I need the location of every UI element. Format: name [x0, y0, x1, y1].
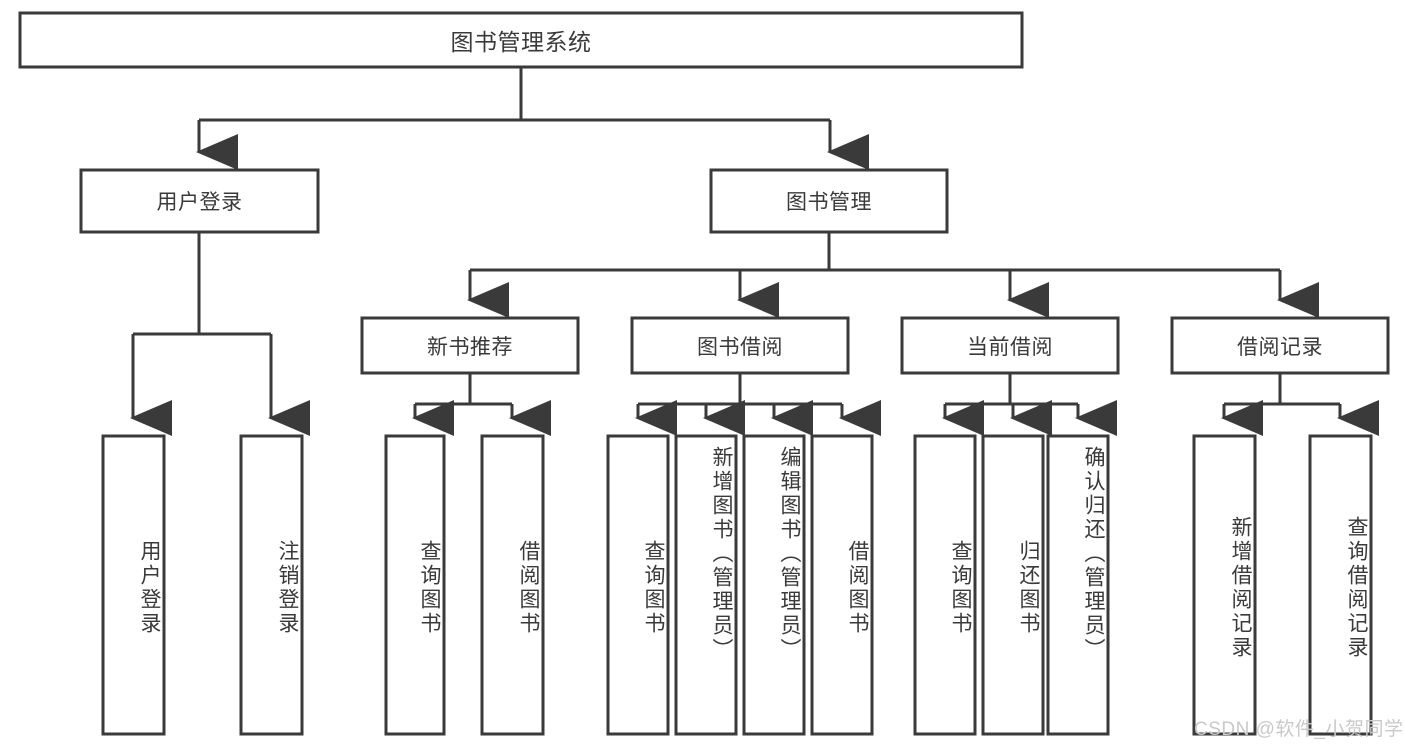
- node-box-borrow-record: [1170, 316, 1390, 375]
- connector-current-borrow-to-leaves: [942, 373, 1117, 436]
- node-box-new-book-recommend: [360, 316, 580, 375]
- node-box-leaf-query-book-3: [913, 434, 977, 736]
- csdn-watermark: CSDN @软件_小贺同学: [1194, 719, 1404, 740]
- node-box-book-manage: [709, 168, 949, 234]
- node-box-leaf-query-book-1: [384, 434, 446, 736]
- node-box-leaf-query-book-2: [606, 434, 670, 736]
- node-box-user-login: [79, 168, 320, 234]
- node-box-root: [18, 11, 1024, 69]
- node-box-leaf-add-book: [674, 434, 738, 736]
- node-box-leaf-confirm-return: [1046, 434, 1110, 736]
- connector-new-book-recommend-to-leaves: [412, 373, 551, 436]
- node-box-leaf-user-login: [101, 434, 166, 736]
- node-box-leaf-query-record: [1308, 434, 1373, 736]
- node-box-current-borrow: [900, 316, 1120, 375]
- node-box-leaf-add-record: [1192, 434, 1257, 736]
- node-box-leaf-borrow-book-1: [480, 434, 545, 736]
- node-box-book-borrow: [630, 316, 850, 375]
- connector-root-to-level1: [196, 67, 869, 170]
- connector-user-login-to-leaves: [130, 232, 310, 436]
- connector-borrow-record-to-leaves: [1221, 373, 1379, 436]
- node-box-leaf-edit-book: [742, 434, 806, 736]
- node-box-leaf-return-book: [981, 434, 1045, 736]
- connector-book-borrow-to-leaves: [635, 373, 881, 436]
- connector-book-manage-to-level2: [467, 232, 1319, 318]
- node-box-leaf-logout-login: [239, 434, 304, 736]
- node-box-leaf-borrow-book-2: [810, 434, 874, 736]
